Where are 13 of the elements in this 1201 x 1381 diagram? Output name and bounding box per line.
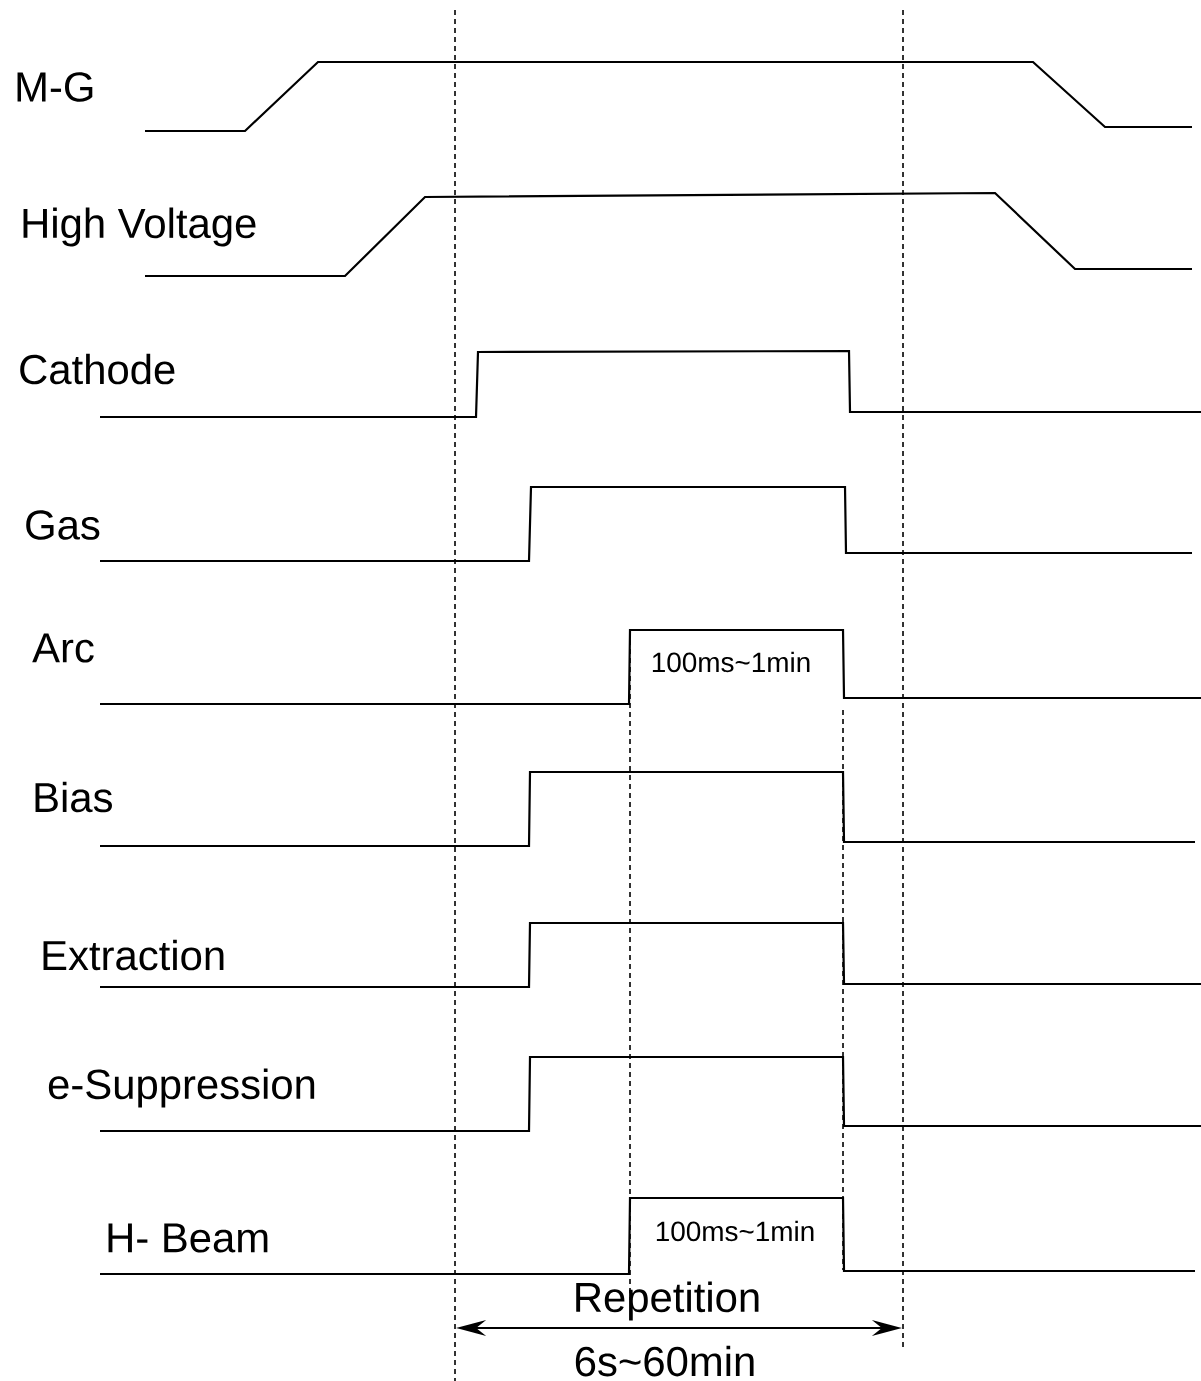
signal-label: Extraction (43, 939, 224, 971)
duration-label: 100ms~1min (652, 651, 810, 673)
signal-label: e-Suppression (48, 1068, 315, 1108)
signal-label: Gas (26, 510, 100, 540)
signal-label: M-G (17, 72, 93, 102)
signal-label: Cathode (20, 353, 175, 385)
dimension-label: 6s~60min (575, 1345, 754, 1377)
signal-label: Arc (32, 633, 94, 663)
dimension-label: Repetition (576, 1281, 759, 1321)
signal-label: High Voltage (23, 207, 256, 247)
signal-label: Bias (35, 781, 112, 813)
signal-label: H- Beam (108, 1223, 268, 1253)
duration-label: 100ms~1min (656, 1220, 814, 1242)
